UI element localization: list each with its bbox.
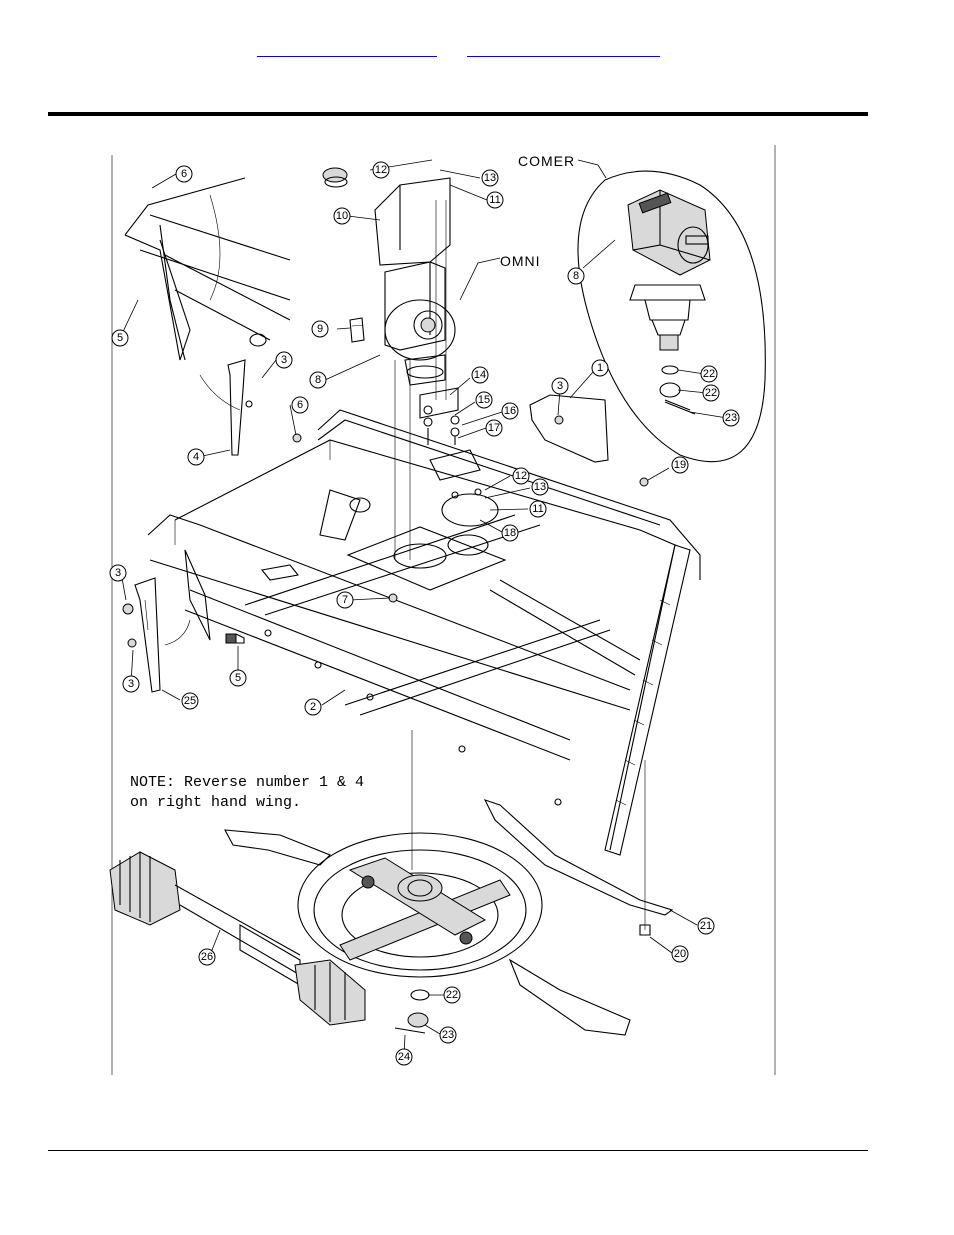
svg-text:12: 12: [375, 164, 387, 176]
leader-lines: [119, 159, 728, 1056]
callout-5a: 5: [111, 329, 129, 347]
callout-12b: 12: [512, 467, 530, 485]
svg-text:4: 4: [193, 451, 199, 463]
svg-text:18: 18: [504, 527, 516, 539]
svg-text:9: 9: [317, 323, 323, 335]
callout-22b: 22: [443, 986, 461, 1004]
callout-3a: 3: [275, 351, 293, 369]
svg-text:20: 20: [674, 948, 686, 960]
callouts: 6 5 3 4 6 9 8 10 12 13 11 14 15 16 17 12…: [109, 161, 740, 1066]
callout-20: 20: [671, 945, 689, 963]
svg-text:6: 6: [297, 399, 303, 411]
callout-13a: 13: [481, 169, 499, 187]
svg-text:23: 23: [442, 1029, 454, 1041]
callout-8b: 8: [567, 267, 585, 285]
callout-7: 7: [336, 591, 354, 609]
callout-6a: 6: [175, 165, 193, 183]
svg-text:11: 11: [489, 194, 500, 206]
callout-2: 2: [304, 698, 322, 716]
blade-carrier: [224, 730, 674, 1036]
callout-23b: 23: [439, 1026, 457, 1044]
callout-26: 26: [198, 948, 216, 966]
svg-text:11: 11: [532, 503, 543, 515]
top-rule: [48, 112, 868, 116]
callout-15: 15: [475, 391, 493, 409]
header-link-right[interactable]: [467, 48, 660, 57]
callout-10: 10: [333, 207, 351, 225]
callout-17: 17: [485, 419, 503, 437]
callout-6b: 6: [291, 396, 309, 414]
svg-text:19: 19: [674, 459, 686, 471]
svg-text:2: 2: [310, 701, 316, 713]
svg-text:22: 22: [703, 368, 715, 380]
callout-12a: 12: [372, 161, 390, 179]
comer-label: COMER: [518, 153, 575, 169]
callout-9: 9: [311, 320, 329, 338]
svg-text:6: 6: [181, 168, 187, 180]
svg-text:3: 3: [557, 380, 563, 392]
svg-text:13: 13: [484, 172, 496, 184]
note-line-1: NOTE: Reverse number 1 & 4: [130, 774, 364, 791]
callout-14: 14: [471, 366, 489, 384]
svg-text:14: 14: [474, 369, 486, 381]
bottom-rule: [48, 1150, 868, 1151]
callout-3d: 3: [122, 675, 140, 693]
svg-text:23: 23: [725, 412, 737, 424]
callout-11a: 11: [486, 191, 504, 209]
svg-text:7: 7: [342, 594, 348, 606]
mower-deck: [147, 409, 701, 856]
svg-text:1: 1: [597, 362, 603, 374]
svg-text:8: 8: [315, 374, 321, 386]
callout-18: 18: [501, 524, 519, 542]
callout-23a: 22: [702, 384, 720, 402]
svg-text:3: 3: [281, 354, 287, 366]
wing-bracket-1: [529, 394, 609, 463]
svg-text:17: 17: [488, 422, 500, 434]
omni-gearbox: [322, 167, 499, 560]
callout-22a: 22: [700, 365, 718, 383]
svg-text:24: 24: [398, 1051, 410, 1063]
comer-gearbox: [577, 170, 766, 463]
header-link-left[interactable]: [257, 48, 437, 57]
svg-text:26: 26: [201, 951, 213, 963]
svg-text:5: 5: [235, 672, 241, 684]
svg-text:22: 22: [446, 989, 458, 1001]
callout-19: 19: [671, 456, 689, 474]
callout-25: 25: [181, 692, 199, 710]
omni-label: OMNI: [500, 253, 541, 269]
callout-13b: 13: [531, 478, 549, 496]
callout-16: 16: [501, 402, 519, 420]
note-line-2: on right hand wing.: [130, 794, 301, 811]
svg-text:3: 3: [115, 567, 121, 579]
svg-text:5: 5: [117, 332, 123, 344]
svg-text:21: 21: [700, 920, 712, 932]
svg-text:15: 15: [478, 394, 490, 406]
callout-24a: 23: [722, 409, 740, 427]
callout-21: 21: [697, 917, 715, 935]
svg-text:8: 8: [573, 270, 579, 282]
callout-3b: 3: [551, 377, 569, 395]
driveline: [109, 851, 366, 1026]
callout-24b: 24: [395, 1048, 413, 1066]
svg-text:12: 12: [515, 470, 527, 482]
callout-4: 4: [187, 448, 205, 466]
svg-text:3: 3: [128, 678, 134, 690]
wing-bracket-assembly: [124, 177, 291, 456]
callout-8a: 8: [309, 371, 327, 389]
callout-3c: 3: [109, 564, 127, 582]
svg-text:16: 16: [504, 405, 516, 417]
callout-5b: 5: [229, 669, 247, 687]
svg-text:22: 22: [705, 387, 717, 399]
callout-1: 1: [591, 359, 609, 377]
callout-11b: 11: [529, 500, 547, 518]
svg-text:25: 25: [184, 695, 196, 707]
svg-text:13: 13: [534, 481, 546, 493]
svg-text:10: 10: [336, 210, 348, 222]
side-plate-assembly: [122, 415, 649, 693]
